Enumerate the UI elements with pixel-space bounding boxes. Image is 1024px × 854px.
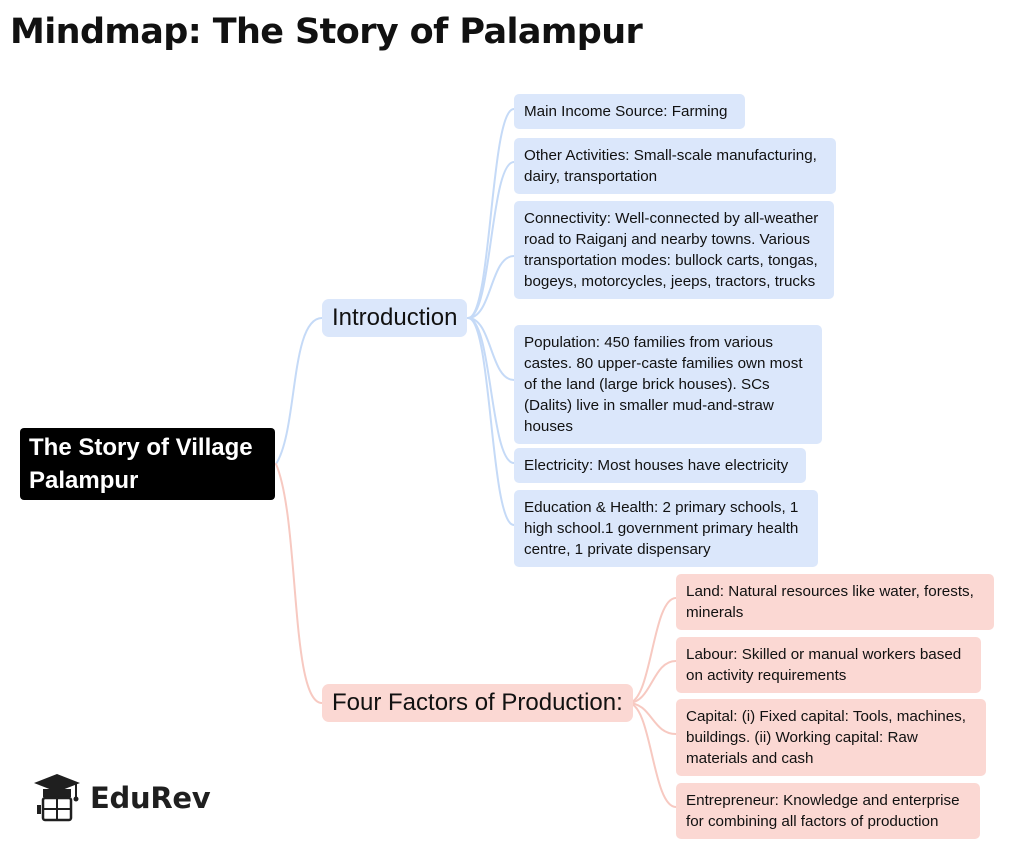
- leaf-land: Land: Natural resources like water, fore…: [676, 574, 994, 630]
- link-intro-activities: [467, 161, 515, 319]
- link-intro-electricity: [467, 317, 515, 464]
- link-intro-income: [467, 108, 515, 319]
- root-node: The Story of Village Palampur: [20, 428, 275, 500]
- link-intro-education: [467, 317, 515, 526]
- leaf-income-source: Main Income Source: Farming: [514, 94, 745, 129]
- leaf-population: Population: 450 families from various ca…: [514, 325, 822, 444]
- link-root-introduction: [275, 317, 323, 465]
- leaf-labour: Labour: Skilled or manual workers based …: [676, 637, 981, 693]
- link-intro-connectivity: [467, 255, 515, 319]
- branch-factors-of-production: Four Factors of Production:: [322, 684, 633, 722]
- branch-introduction: Introduction: [322, 299, 468, 337]
- link-factors-labour: [627, 660, 677, 704]
- leaf-connectivity: Connectivity: Well-connected by all-weat…: [514, 201, 834, 299]
- link-factors-capital: [627, 702, 677, 735]
- link-intro-population: [467, 317, 515, 381]
- link-root-factors: [275, 463, 323, 704]
- page-title: Mindmap: The Story of Palampur: [10, 12, 643, 52]
- link-factors-land: [627, 597, 677, 704]
- leaf-education-health: Education & Health: 2 primary schools, 1…: [514, 490, 818, 567]
- leaf-other-activities: Other Activities: Small-scale manufactur…: [514, 138, 836, 194]
- leaf-electricity: Electricity: Most houses have electricit…: [514, 448, 806, 483]
- leaf-capital: Capital: (i) Fixed capital: Tools, machi…: [676, 699, 986, 776]
- edurev-logo: EduRev: [32, 772, 211, 824]
- link-factors-entrepreneur: [627, 702, 677, 808]
- leaf-entrepreneur: Entrepreneur: Knowledge and enterprise f…: [676, 783, 980, 839]
- graduate-cap-icon: [34, 774, 80, 822]
- logo-text: EduRev: [90, 781, 211, 815]
